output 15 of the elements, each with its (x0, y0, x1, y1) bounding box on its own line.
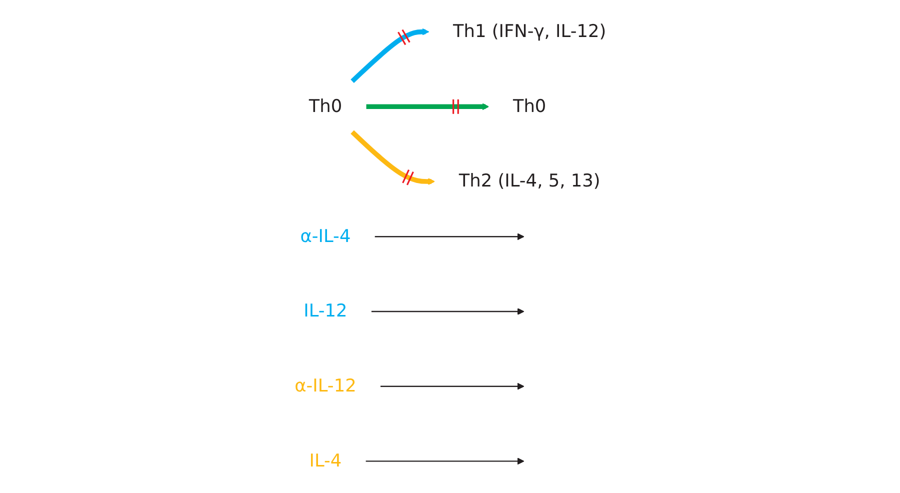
differentiation-arrow (350, 28, 429, 84)
cell-label: α-IL-4 (300, 226, 350, 247)
curved-arrow (380, 382, 524, 390)
cell-label: Th2 (IL-4, 5, 13) (458, 171, 600, 192)
cell-label: Th1 (IFN-γ, IL-12) (452, 22, 606, 42)
cell-label: Th0 (512, 96, 546, 117)
cell-label: IL-4 (308, 451, 342, 472)
cell-label: Th0 (308, 96, 342, 117)
curved-arrow (374, 233, 524, 240)
differentiation-arrow (366, 103, 489, 110)
curved-arrow (365, 458, 524, 465)
differentiation-arrow (350, 130, 435, 186)
cell-label: IL-12 (303, 301, 347, 322)
curved-arrow (371, 308, 524, 316)
cell-label: α-IL-12 (294, 376, 356, 396)
